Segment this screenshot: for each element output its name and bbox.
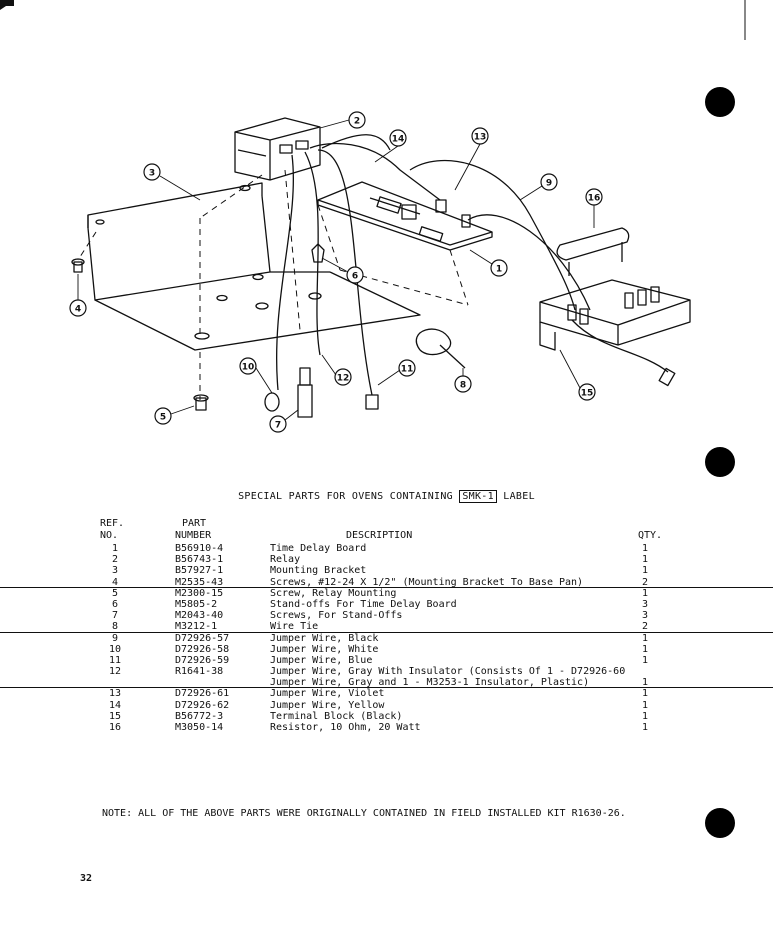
callout-15: 15 (581, 389, 594, 399)
header-part-line1: PART (182, 518, 207, 529)
header-description: DESCRIPTION (346, 530, 413, 541)
callout-4: 4 (75, 305, 81, 315)
table-header: REF. NO. PART NUMBER DESCRIPTION QTY. (100, 517, 670, 543)
callout-3: 3 (149, 169, 155, 179)
callout-13: 13 (474, 133, 487, 143)
callout-7: 7 (275, 421, 281, 431)
callout-5: 5 (160, 413, 166, 423)
callout-8: 8 (460, 381, 466, 391)
caption-label-box: SMK-1 (459, 490, 497, 503)
callout-11: 11 (401, 365, 414, 375)
page-number: 32 (80, 873, 93, 884)
callout-1: 1 (496, 265, 502, 275)
callout-2: 2 (354, 117, 360, 127)
table-row: Jumper Wire, Gray and 1 - M3253-1 Insula… (0, 677, 773, 689)
punch-hole-middle (705, 447, 735, 477)
header-part-line2: NUMBER (175, 530, 212, 541)
callout-10: 10 (242, 363, 255, 373)
callout-9: 9 (546, 179, 552, 189)
parts-caption: SPECIAL PARTS FOR OVENS CONTAINING SMK-1… (0, 490, 773, 503)
header-ref-line2: NO. (100, 530, 119, 541)
header-ref-line1: REF. (100, 518, 125, 529)
exploded-parts-diagram: 1 2 3 4 5 6 7 8 9 10 11 12 13 14 15 16 (0, 0, 746, 433)
punch-hole-bottom (705, 808, 735, 838)
callout-12: 12 (337, 374, 350, 384)
caption-prefix: SPECIAL PARTS FOR OVENS CONTAINING (238, 491, 454, 502)
kit-note: NOTE: ALL OF THE ABOVE PARTS WERE ORIGIN… (102, 808, 626, 819)
header-qty: QTY. (638, 530, 663, 541)
callout-16: 16 (588, 194, 601, 204)
callout-14: 14 (392, 135, 405, 145)
caption-suffix: LABEL (503, 491, 535, 502)
punch-hole-top (705, 87, 735, 117)
callout-6: 6 (352, 272, 358, 282)
